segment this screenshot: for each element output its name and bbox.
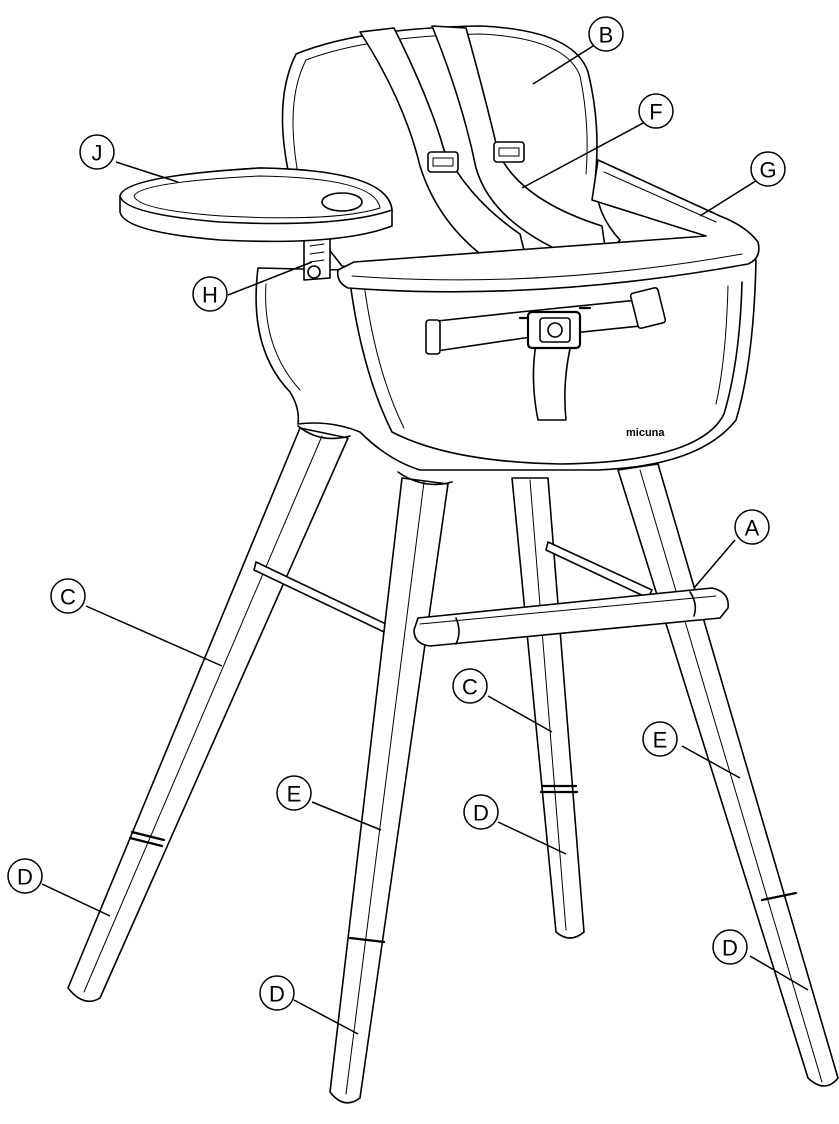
label-f: F <box>638 93 674 129</box>
brand-logo-text: micuna <box>626 427 665 439</box>
left-leg <box>67 425 351 1003</box>
label-c-left: C <box>50 578 86 614</box>
label-j: J <box>79 134 115 170</box>
label-d-rear: D <box>463 794 499 830</box>
svg-text:E: E <box>653 728 668 753</box>
svg-text:C: C <box>462 675 478 700</box>
svg-text:F: F <box>649 100 662 125</box>
label-h: H <box>192 276 228 312</box>
label-a: A <box>734 509 770 545</box>
label-b: B <box>588 16 624 52</box>
svg-text:D: D <box>722 936 738 961</box>
svg-text:G: G <box>759 158 776 183</box>
label-d-right: D <box>712 929 748 965</box>
svg-text:A: A <box>745 516 760 541</box>
svg-text:E: E <box>287 782 302 807</box>
label-e-right: E <box>642 721 678 757</box>
label-e-front: E <box>276 775 312 811</box>
front-leg <box>329 471 453 1104</box>
svg-text:H: H <box>202 283 218 308</box>
svg-text:C: C <box>60 585 76 610</box>
waist-harness <box>425 286 667 421</box>
rear-leg <box>511 477 585 939</box>
label-c-rear: C <box>452 668 488 704</box>
svg-text:B: B <box>599 23 614 48</box>
footrest <box>413 587 729 647</box>
seat-rim <box>336 159 760 293</box>
label-g: G <box>750 151 786 187</box>
tray <box>119 167 393 281</box>
leader-lines <box>41 33 809 1035</box>
svg-text:D: D <box>17 865 33 890</box>
svg-text:D: D <box>473 801 489 826</box>
rear-crossbar <box>545 541 653 599</box>
label-d-left: D <box>7 858 43 894</box>
label-d-front: D <box>259 975 295 1011</box>
svg-text:J: J <box>92 141 103 166</box>
svg-text:D: D <box>269 982 285 1007</box>
